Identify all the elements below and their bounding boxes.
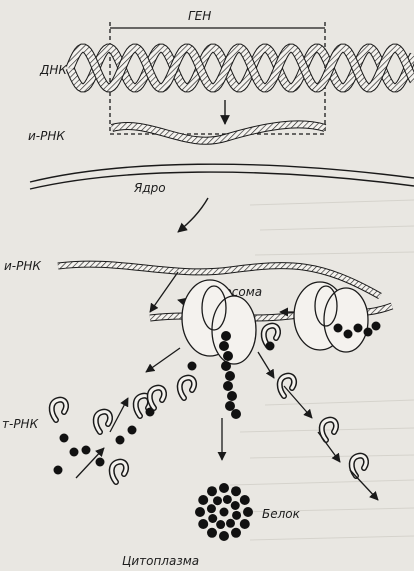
protein-bead — [231, 486, 241, 496]
protein-bead — [198, 519, 208, 529]
protein-bead — [231, 501, 240, 510]
protein-bead — [207, 486, 217, 496]
amino-acid-bead — [344, 330, 353, 339]
protein-bead — [219, 483, 229, 493]
protein-label: Белок — [262, 507, 301, 521]
free-amino-acid — [60, 434, 69, 443]
amino-acid-bead — [225, 371, 235, 381]
protein-bead — [232, 511, 241, 520]
export-arrow — [178, 198, 208, 232]
amino-acid-bead — [223, 381, 233, 391]
protein-bead — [208, 514, 217, 523]
nucleus-label: Ядро — [133, 181, 166, 195]
protein-bead — [213, 496, 222, 505]
mrna-to-ribosome-arrow — [150, 272, 178, 312]
free-amino-acid — [116, 436, 125, 445]
protein-bead — [195, 507, 205, 517]
free-amino-acid — [146, 408, 155, 417]
protein-bead — [220, 508, 229, 517]
protein-bead — [226, 519, 235, 528]
protein-bead — [207, 504, 216, 513]
free-amino-acid — [70, 448, 79, 457]
mrna-top-label: и-РНК — [28, 129, 65, 143]
amino-acid-bead — [221, 331, 231, 341]
protein-bead — [240, 519, 250, 529]
free-amino-acid — [82, 446, 91, 455]
gene-label: ГЕН — [188, 9, 211, 23]
protein-bead — [219, 531, 229, 541]
protein-globule — [195, 483, 253, 541]
dna-label: ДНК — [39, 63, 67, 77]
amino-acid-bead — [231, 409, 241, 419]
amino-acid-bead — [227, 391, 237, 401]
protein-bead — [198, 495, 208, 505]
background-texture — [230, 200, 414, 540]
mrna-mid-label: и-РНК — [4, 259, 41, 273]
amino-acid-bead — [219, 341, 229, 351]
amino-acid-bead — [364, 328, 373, 337]
free-amino-acid — [188, 362, 197, 371]
free-amino-acid — [128, 426, 137, 435]
ribosome-2 — [294, 282, 368, 352]
amino-acid-bead — [372, 322, 381, 331]
trna-label: т-РНК — [2, 417, 39, 431]
protein-bead — [207, 528, 217, 538]
protein-bead — [216, 520, 225, 529]
free-amino-acid — [54, 466, 63, 475]
amino-acid-bead — [223, 351, 233, 361]
amino-acid-bead — [354, 324, 363, 333]
protein-bead — [243, 507, 253, 517]
cytoplasm-label: Цитоплазма — [122, 554, 199, 568]
amino-acid-bead — [334, 324, 343, 333]
amino-acid-bead — [221, 361, 231, 371]
free-amino-acid — [266, 342, 275, 351]
amino-acid-bead — [225, 401, 235, 411]
free-amino-acid — [96, 458, 105, 467]
protein-bead — [231, 528, 241, 538]
protein-bead — [223, 495, 232, 504]
mrna-strand-top — [112, 124, 325, 140]
protein-bead — [240, 495, 250, 505]
dna-double-helix — [70, 48, 414, 88]
nuclear-membrane — [30, 164, 414, 189]
